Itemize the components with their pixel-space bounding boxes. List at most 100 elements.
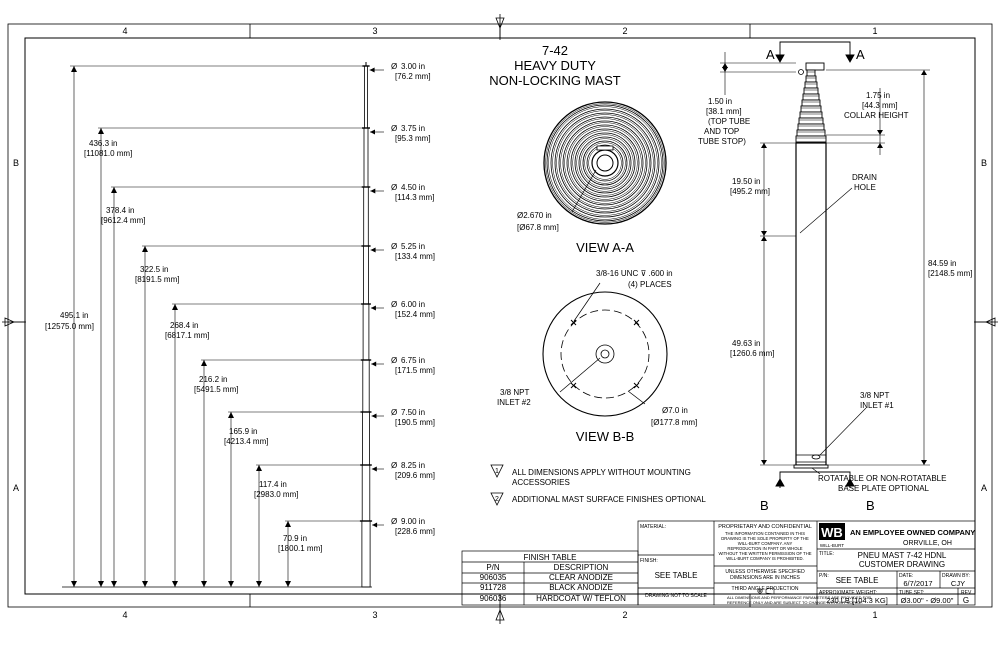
nested-collar — [799, 111, 823, 119]
mast-section — [361, 520, 371, 588]
diameter-inches: 9.00 in — [401, 517, 425, 526]
date-label: DATE: — [899, 573, 913, 579]
pn-value: SEE TABLE — [836, 576, 879, 585]
bolt-holes — [570, 319, 640, 389]
diameter-symbol: Ø — [391, 242, 397, 251]
nested-collar — [806, 69, 816, 77]
mast-section — [363, 65, 368, 129]
tube-ring-inner — [580, 138, 630, 188]
diameter-inches: 6.75 in — [401, 356, 425, 365]
view-b-b-label: VIEW B-B — [576, 429, 635, 444]
diameter-symbol: Ø — [391, 62, 397, 71]
diameter-arrow — [371, 466, 377, 472]
note-2-number: 2 — [495, 496, 499, 503]
mast-section — [362, 303, 370, 361]
dimension-arrow — [201, 581, 207, 587]
finish-table-title: FINISH TABLE — [523, 553, 576, 562]
zone-bottom-4: 4 — [122, 610, 127, 620]
weight-label: APPROXIMATE WEIGHT: — [819, 590, 877, 596]
height-in: 117.4 in — [259, 480, 287, 489]
zone-right-b: B — [981, 158, 987, 168]
tube-ring-inner — [568, 126, 642, 200]
base-tube — [795, 142, 827, 466]
zone-right-a: A — [981, 483, 987, 493]
inlet-1-port — [811, 454, 821, 460]
pn-label: P/N: — [819, 573, 829, 579]
tube-ring-inner — [552, 110, 658, 216]
dimension-arrow — [172, 581, 178, 587]
diameter-arrow — [370, 247, 376, 253]
d4963-mm: [1260.6 mm] — [730, 349, 774, 358]
diameter-symbol: Ø — [391, 517, 397, 526]
dimension-arrow — [228, 581, 234, 587]
nested-collar — [798, 117, 824, 125]
tubeset-label: TUBE SET: — [899, 590, 924, 596]
side-dim-lines — [720, 52, 930, 475]
diameter-inches: 3.00 in — [401, 62, 425, 71]
mast-section — [362, 411, 370, 466]
bb-leaders — [559, 282, 646, 405]
tube-ring — [574, 132, 636, 194]
dimension-arrow — [98, 128, 104, 134]
dimension-arrow — [172, 304, 178, 310]
view-b-b: 3/8-16 UNC ⊽ .600 in (4) PLACES 3/8 NPT … — [497, 269, 697, 444]
unless-line-1: UNLESS OTHERWISE SPECIFIED — [725, 569, 805, 575]
height-mm: [6817.1 mm] — [165, 331, 209, 340]
top-tube-mm: [38.1 mm] — [706, 107, 742, 116]
tube-ring — [550, 108, 660, 218]
title-block: MATERIAL: FINISH: SEE TABLE DRAWING NOT … — [640, 523, 975, 605]
prop-text-line: THE INFORMATION CONTAINED IN THIS — [725, 531, 805, 536]
prop-title: PROPRIETARY AND CONFIDENTIAL — [718, 524, 812, 530]
tube-ring-inner — [545, 103, 665, 223]
nested-collar — [797, 123, 825, 131]
top-tube-note-2: AND TOP — [704, 127, 739, 136]
mast-section — [362, 359, 370, 413]
dimension-arrow — [201, 360, 207, 366]
nested-collar — [796, 129, 826, 137]
base-note-1: ROTATABLE OR NON-ROTATABLE — [818, 474, 946, 483]
projection-label: THIRD ANGLE PROJECTION — [732, 586, 799, 592]
nested-collar — [804, 81, 818, 89]
base-note-2: BASE PLATE OPTIONAL — [838, 484, 930, 493]
top-tube-in: 1.50 in — [708, 97, 732, 106]
drain-label-1: DRAIN — [852, 173, 877, 182]
nested-collar — [803, 87, 819, 95]
height-in: 268.4 in — [170, 321, 198, 330]
diameter-arrow — [370, 129, 375, 135]
zone-bottom-2: 2 — [622, 610, 627, 620]
dimension-arrow — [111, 187, 117, 193]
finish-value: SEE TABLE — [655, 571, 698, 580]
dimension-arrow — [142, 581, 148, 587]
nested-collar — [800, 105, 822, 113]
not-to-scale: DRAWING NOT TO SCALE — [645, 593, 707, 599]
view-a-a: Ø2.670 in [Ø67.8 mm] VIEW A-A — [517, 101, 667, 255]
aa-dia-in: Ø2.670 in — [517, 211, 552, 220]
diameter-inches: 8.25 in — [401, 461, 425, 470]
dimension-arrow — [71, 66, 77, 72]
section-b-right: B — [866, 498, 875, 513]
bb-inlet-2: INLET #2 — [497, 398, 531, 407]
company-name: AN EMPLOYEE OWNED COMPANY — [850, 528, 975, 537]
diameter-symbol: Ø — [391, 300, 397, 309]
side-dim-labels: 1.50 in [38.1 mm] (TOP TUBE AND TOP TUBE… — [698, 91, 972, 493]
tube-ring — [566, 124, 644, 202]
finish-table-cell: 906035 — [480, 573, 507, 582]
height-mm: [5491.5 mm] — [194, 385, 238, 394]
diameter-arrow — [371, 413, 377, 419]
diameter-inches: 6.00 in — [401, 300, 425, 309]
tube-ring-inner — [560, 118, 650, 208]
rev-label: REV — [961, 590, 972, 596]
dimension-arrow — [71, 581, 77, 587]
diameter-symbol: Ø — [391, 461, 397, 470]
tube-ring-inner — [576, 134, 634, 192]
bolt-circle — [560, 309, 650, 399]
finish-table-cell: BLACK ANODIZE — [549, 583, 613, 592]
height-in: 70.9 in — [283, 534, 307, 543]
section-b-line — [775, 471, 855, 488]
tube-ring-inner — [556, 114, 654, 212]
logo-sub: WILL-BURT — [820, 543, 844, 548]
drawing-title: 7-42 HEAVY DUTY NON-LOCKING MAST — [489, 43, 621, 88]
diameter-symbol: Ø — [391, 124, 397, 133]
material-label: MATERIAL: — [640, 524, 666, 530]
note-1-line-1: ALL DIMENSIONS APPLY WITHOUT MOUNTING — [512, 468, 691, 477]
